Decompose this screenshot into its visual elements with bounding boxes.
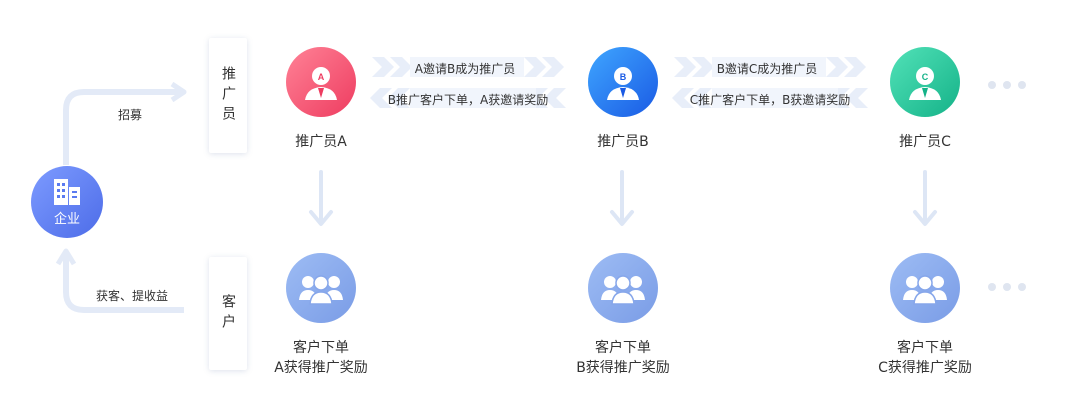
promoter-c-avatar: C [890, 47, 960, 117]
customer-a-text: 客户下单 A获得推广奖励 [251, 338, 391, 378]
invite-chevrons [370, 57, 868, 108]
earn-arrowhead [55, 248, 77, 266]
customer-b-avatar [588, 253, 658, 323]
invite-bc-backward: C推广客户下单，B获邀请奖励 [689, 93, 851, 107]
customer-c-avatar [890, 253, 960, 323]
more-customers-dots [988, 283, 1026, 291]
invite-bc-forward: B邀请C成为推广员 [716, 62, 818, 76]
invite-ab-backward: B推广客户下单，A获邀请奖励 [387, 93, 549, 107]
person-icon: A [305, 67, 337, 100]
promoter-column-label: 推广员 [209, 38, 247, 153]
customer-c-line1: 客户下单 [897, 340, 953, 356]
person-icon: C [909, 67, 941, 100]
customer-column-label: 客户 [209, 257, 247, 370]
customer-b-text: 客户下单 B获得推广奖励 [553, 338, 693, 378]
promoter-a-avatar: A [286, 47, 356, 117]
promoter-b-name: 推广员B [597, 134, 649, 150]
customers-group-icon [299, 275, 343, 305]
promoter-a-name: 推广员A [295, 134, 347, 150]
customer-b-line2: B获得推广奖励 [576, 360, 670, 376]
customer-label-text: 客户 [220, 293, 236, 334]
promoter-c-letter: C [922, 72, 929, 82]
customers-group-icon [903, 275, 947, 305]
recruit-arrowhead [170, 81, 187, 103]
earn-label: 获客、提收益 [96, 289, 169, 303]
enterprise-node: 企业 [31, 166, 103, 238]
enterprise-label: 企业 [53, 212, 80, 227]
person-icon: B [607, 67, 639, 100]
promoter-b-letter: B [620, 72, 627, 82]
invite-ab-forward: A邀请B成为推广员 [414, 62, 516, 76]
more-promoters-dots [988, 81, 1026, 89]
promoter-b-avatar: B [588, 47, 658, 117]
promoter-a-letter: A [318, 72, 325, 82]
promoter-label-text: 推广员 [220, 65, 236, 126]
promoter-c-name: 推广员C [899, 134, 951, 150]
customer-a-line1: 客户下单 [293, 340, 349, 356]
customer-c-text: 客户下单 C获得推广奖励 [855, 338, 995, 378]
recruit-line [63, 89, 180, 165]
customer-a-avatar [286, 253, 356, 323]
customer-b-line1: 客户下单 [595, 340, 651, 356]
customer-c-line2: C获得推广奖励 [878, 360, 972, 376]
customer-a-line2: A获得推广奖励 [274, 360, 368, 376]
left-flow-lines [55, 81, 187, 313]
building-icon [54, 179, 80, 205]
earn-line [63, 255, 184, 313]
customers-group-icon [601, 275, 645, 305]
recruit-label: 招募 [118, 108, 143, 122]
